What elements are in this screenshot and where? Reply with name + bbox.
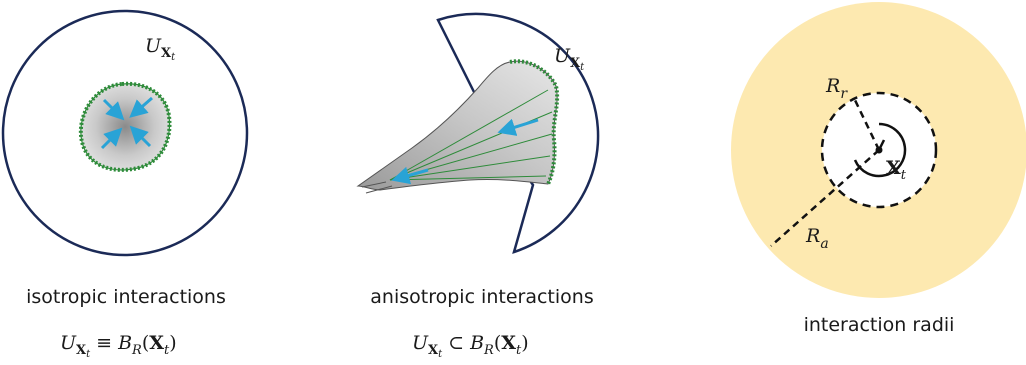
isotropic-region-label: UXt [145, 35, 176, 63]
anisotropic-cell-edge [509, 59, 560, 185]
isotropic-panel: UXt isotropic interactions UXt≡BR(Xt) [1, 9, 249, 360]
repulsion-radius-label: Rr [825, 75, 848, 102]
anisotropic-formula: UXt⊂BR(Xt) [412, 332, 529, 360]
arrow-icon [391, 166, 429, 185]
radii-panel: Rr Ra Xt interaction radii [731, 2, 1026, 336]
isotropic-arrows [100, 96, 153, 150]
attraction-radius-line [770, 149, 880, 247]
anisotropic-caption: anisotropic interactions [370, 286, 593, 308]
arrow-icon [497, 118, 539, 136]
repulsion-radius-line [852, 97, 881, 151]
anisotropic-region-label: UXt [554, 45, 585, 73]
center-label: Xt [886, 157, 907, 183]
center-arc [853, 122, 907, 178]
center-point [875, 146, 883, 154]
arrow-icon [129, 125, 152, 148]
attraction-radius-label: Ra [805, 225, 829, 252]
isotropic-caption: isotropic interactions [26, 286, 226, 308]
radii-caption: interaction radii [804, 314, 955, 336]
arrow-icon [102, 98, 125, 121]
arrow-icon [129, 96, 153, 118]
anisotropic-arrows [391, 118, 539, 185]
anisotropic-panel: UXt anisotropic interactions UXt⊂BR(Xt) [356, 12, 600, 360]
anisotropic-cell-body [356, 60, 558, 191]
isotropic-formula: UXt≡BR(Xt) [60, 332, 177, 360]
arrow-icon [100, 127, 123, 150]
anisotropic-cell [356, 59, 560, 194]
